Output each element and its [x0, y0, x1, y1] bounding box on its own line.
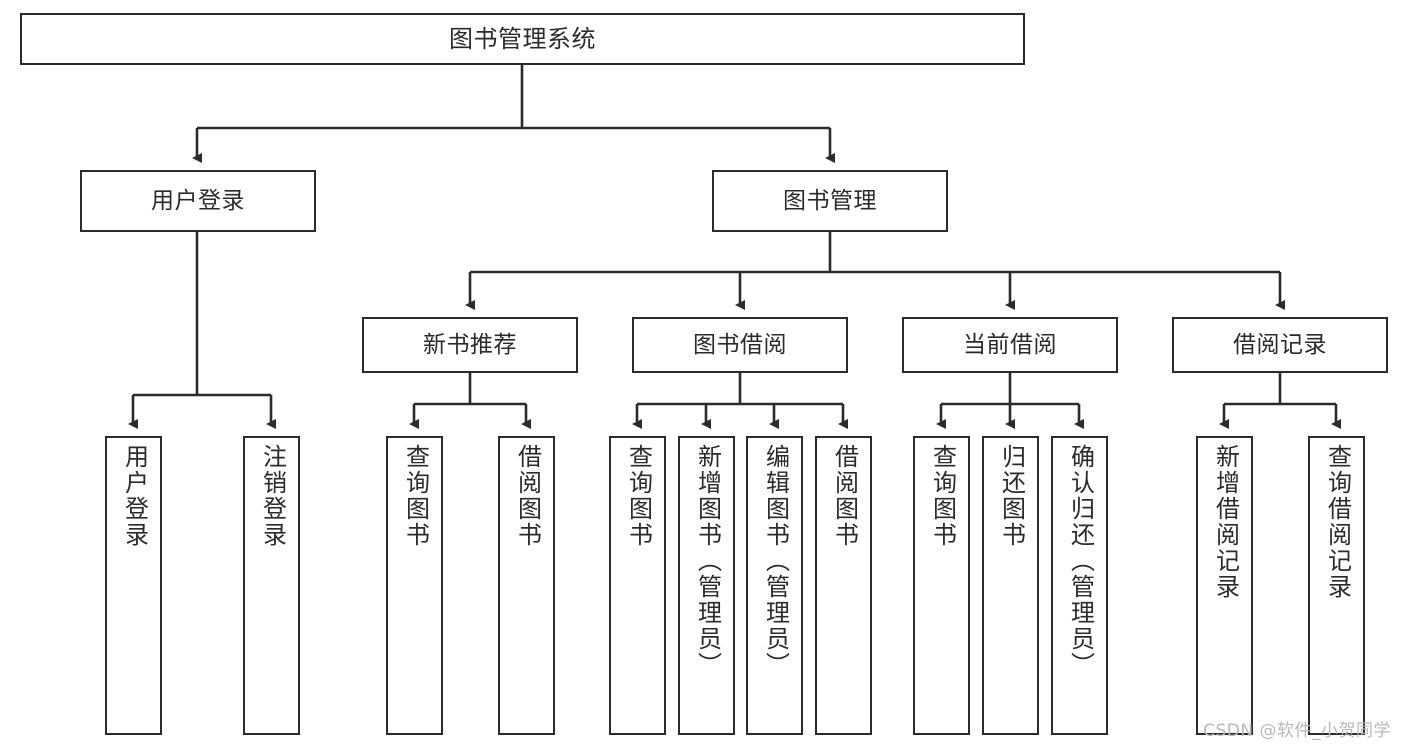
- node-label: 新书推荐: [423, 331, 517, 358]
- node-book-borrow[interactable]: 图书借阅: [632, 317, 848, 373]
- node-label: 图书管理系统: [449, 25, 596, 53]
- node-leaf-add-borrow-record[interactable]: 新增借阅记录: [1196, 436, 1253, 735]
- node-leaf-query-book-borrow[interactable]: 查询图书: [609, 436, 666, 735]
- node-book-management[interactable]: 图书管理: [712, 170, 948, 232]
- node-leaf-edit-book-admin[interactable]: 编辑图书（管理员）: [746, 436, 803, 735]
- node-leaf-logout[interactable]: 注销登录: [243, 436, 300, 735]
- node-root-system[interactable]: 图书管理系统: [20, 13, 1025, 65]
- node-leaf-confirm-return-admin[interactable]: 确认归还（管理员）: [1051, 436, 1108, 735]
- node-label: 查询借阅记录: [1323, 444, 1352, 600]
- node-label: 新增图书（管理员）: [693, 444, 722, 678]
- node-leaf-borrow-book[interactable]: 借阅图书: [815, 436, 872, 735]
- node-leaf-user-login[interactable]: 用户登录: [105, 436, 162, 735]
- node-label: 借阅记录: [1233, 331, 1327, 358]
- watermark: CSDN @软件_小贺同学: [1203, 721, 1391, 741]
- node-leaf-query-book-current[interactable]: 查询图书: [913, 436, 970, 735]
- node-leaf-borrow-book-newbook[interactable]: 借阅图书: [498, 436, 555, 735]
- node-leaf-return-book[interactable]: 归还图书: [982, 436, 1039, 735]
- node-label: 查询图书: [401, 444, 430, 548]
- node-label: 查询图书: [624, 444, 653, 548]
- node-label: 借阅图书: [513, 444, 542, 548]
- node-label: 用户登录: [120, 444, 149, 548]
- node-label: 图书管理: [783, 187, 877, 214]
- node-label: 注销登录: [258, 444, 287, 548]
- node-leaf-query-borrow-record[interactable]: 查询借阅记录: [1308, 436, 1365, 735]
- node-label: 用户登录: [151, 187, 245, 214]
- node-current-borrow[interactable]: 当前借阅: [902, 317, 1118, 373]
- node-user-login[interactable]: 用户登录: [80, 170, 316, 232]
- node-label: 借阅图书: [830, 444, 859, 548]
- node-label: 图书借阅: [693, 331, 787, 358]
- node-label: 查询图书: [928, 444, 957, 548]
- node-borrow-record[interactable]: 借阅记录: [1172, 317, 1388, 373]
- node-label: 归还图书: [997, 444, 1026, 548]
- node-label: 确认归还（管理员）: [1066, 444, 1095, 678]
- node-label: 编辑图书（管理员）: [761, 444, 790, 678]
- node-label: 新增借阅记录: [1211, 444, 1240, 600]
- node-leaf-query-book-newbook[interactable]: 查询图书: [386, 436, 443, 735]
- node-leaf-add-book-admin[interactable]: 新增图书（管理员）: [678, 436, 735, 735]
- node-new-book-recommend[interactable]: 新书推荐: [362, 317, 578, 373]
- node-label: 当前借阅: [963, 331, 1057, 358]
